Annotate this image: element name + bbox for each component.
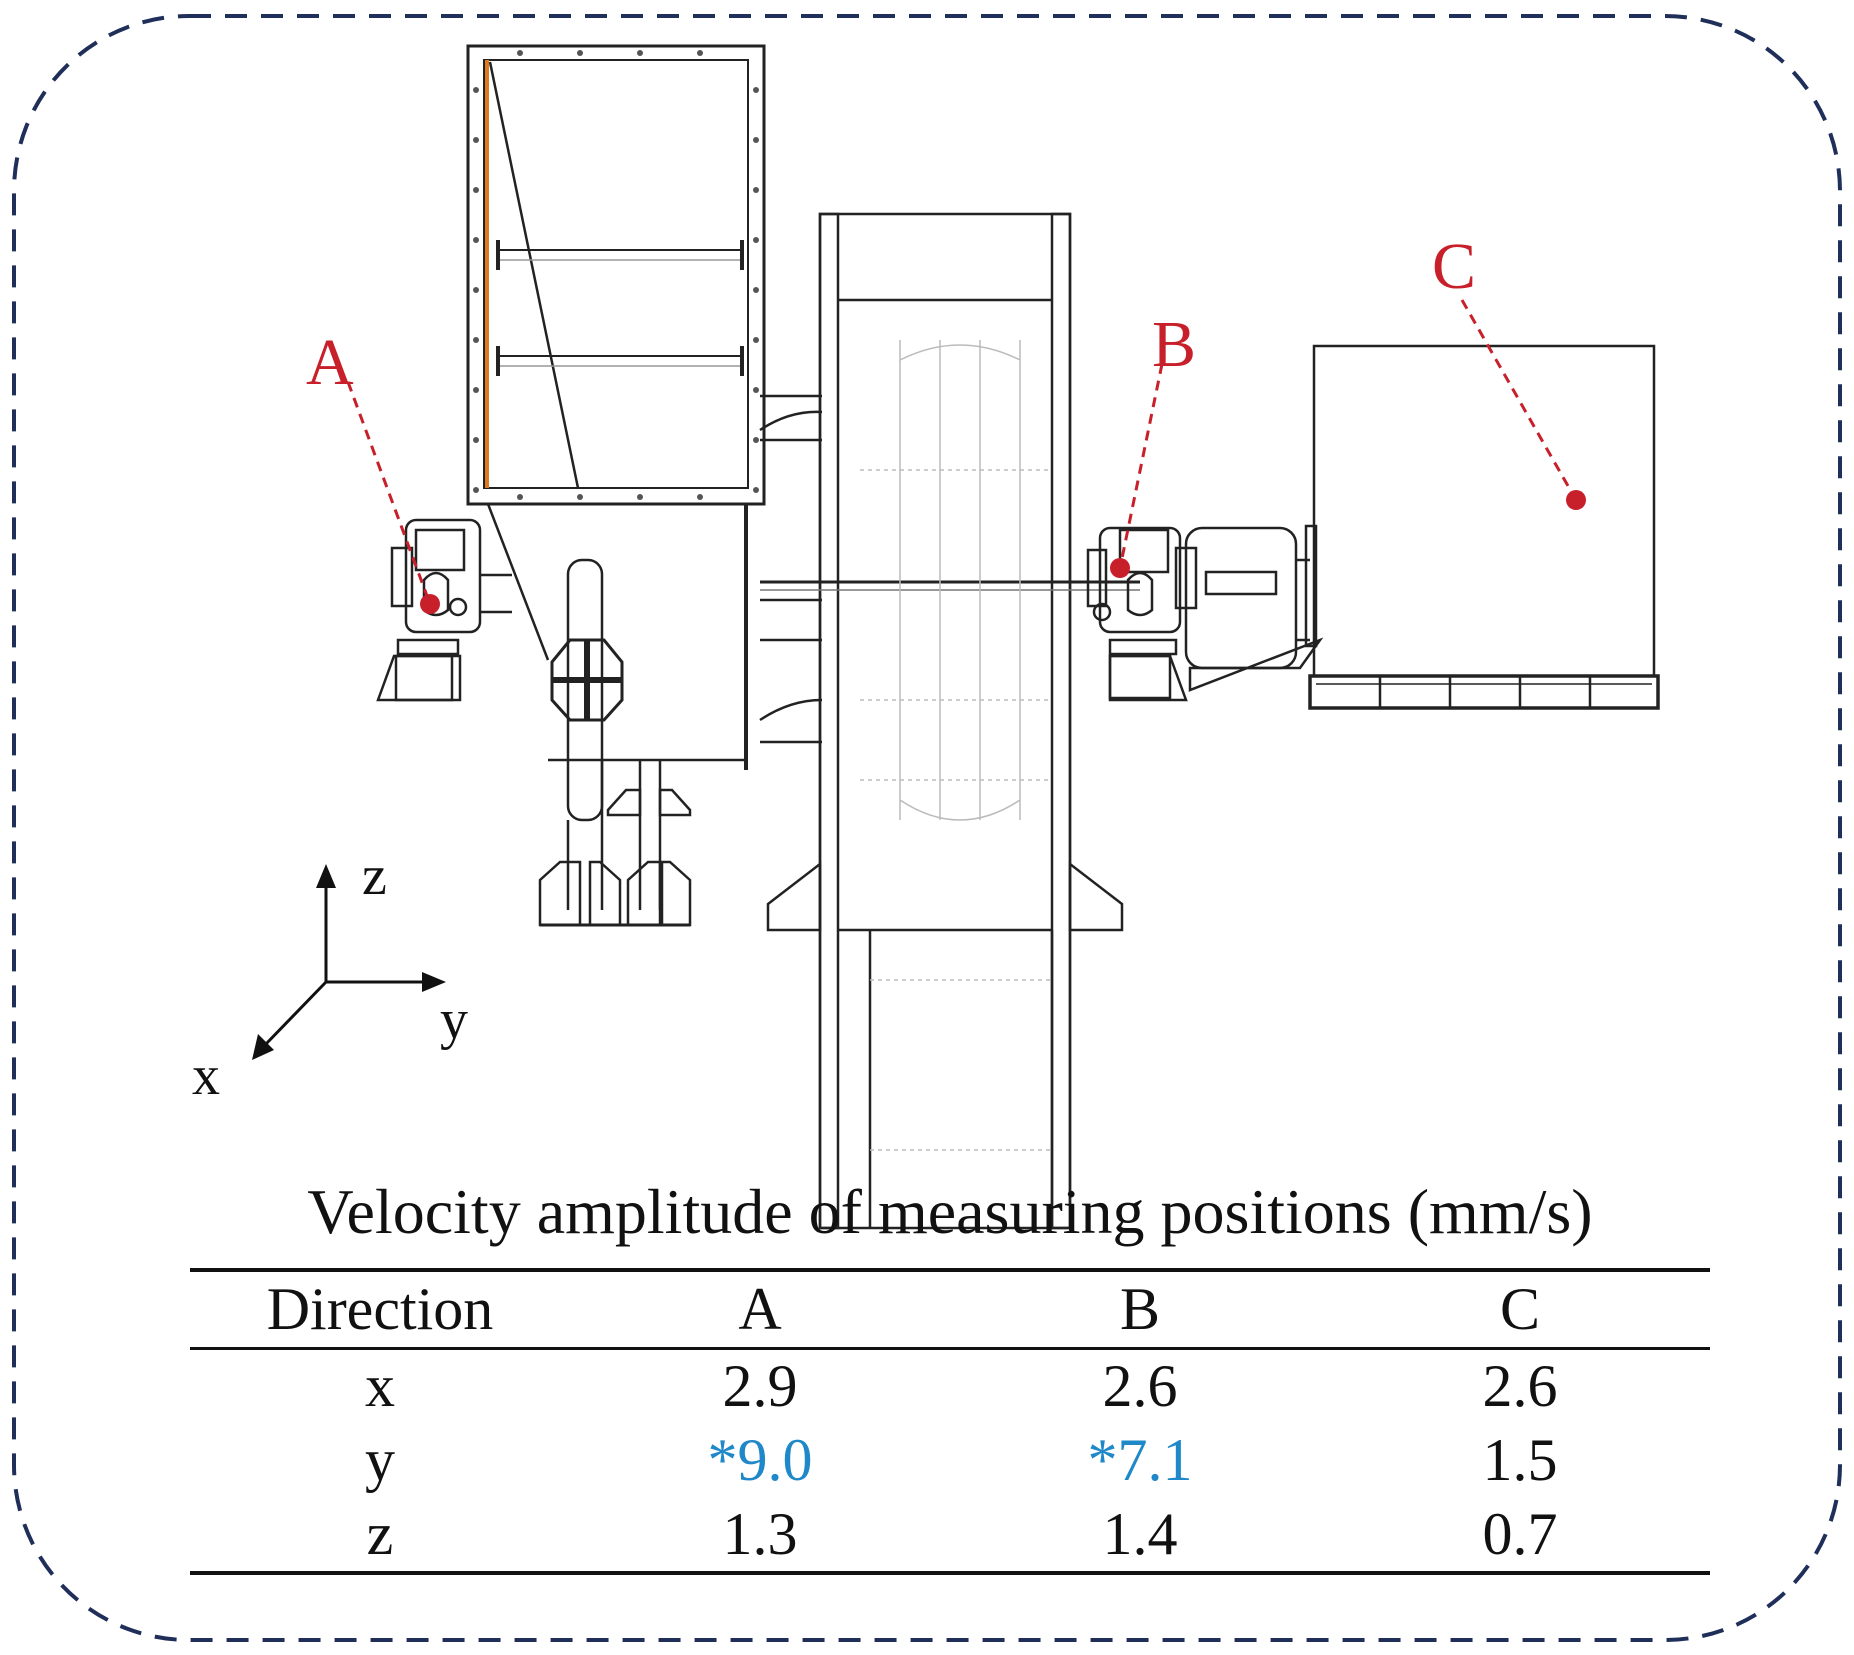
cell-b: 2.6	[1102, 1352, 1178, 1419]
leader-a	[346, 381, 432, 605]
header-c: C	[1330, 1268, 1710, 1350]
x-arrow-icon	[252, 1034, 274, 1060]
measuring-points	[346, 299, 1586, 614]
point-label-b: B	[1152, 308, 1197, 381]
axis-label-y: y	[440, 989, 468, 1051]
axis-label-x: x	[192, 1045, 220, 1107]
table-title: Velocity amplitude of measuring position…	[307, 1176, 1593, 1247]
dashed-frame	[12, 14, 1842, 1642]
cell-direction: z	[190, 1498, 570, 1575]
table-row: x 2.9 2.6 2.6	[190, 1348, 1710, 1423]
cell-c: 0.7	[1330, 1498, 1710, 1575]
motor	[1304, 344, 1660, 710]
table-header-row: Direction A B C	[190, 1268, 1710, 1350]
header-b: B	[950, 1268, 1330, 1350]
leader-c	[1460, 299, 1578, 501]
header-a: A	[570, 1268, 950, 1350]
leader-b	[1118, 363, 1164, 569]
cell-direction: y	[365, 1427, 395, 1493]
cell-a-highlighted: *9.0	[707, 1427, 813, 1493]
measure-point-b	[1110, 558, 1130, 578]
point-label-c: C	[1432, 230, 1477, 303]
cell-a: 2.9	[722, 1352, 798, 1419]
table-row: z 1.3 1.4 0.7	[190, 1498, 1710, 1575]
cell-c: 1.5	[1482, 1427, 1558, 1493]
cell-b: 1.4	[950, 1498, 1330, 1575]
point-label-a: A	[306, 326, 354, 399]
measure-point-c	[1566, 490, 1586, 510]
cell-a: 1.3	[570, 1498, 950, 1575]
header-direction: Direction	[190, 1268, 570, 1350]
coordinate-axes	[252, 864, 446, 1060]
cell-c: 2.6	[1482, 1352, 1558, 1419]
impeller-housing	[760, 212, 1140, 1230]
measure-point-a	[420, 594, 440, 614]
z-arrow-icon	[316, 864, 336, 888]
table-row: y *9.0 *7.1 1.5	[190, 1423, 1710, 1498]
cell-b-highlighted: *7.1	[1087, 1427, 1193, 1493]
axis-label-z: z	[362, 845, 387, 907]
velocity-table: Direction A B C x 2.9 2.6 2.6 y *9.0 *7.…	[190, 1268, 1710, 1575]
bearing-a	[376, 518, 512, 702]
y-arrow-icon	[422, 972, 446, 992]
inlet-box	[466, 44, 766, 506]
cell-direction: x	[365, 1352, 395, 1419]
bearing-b	[1086, 526, 1324, 702]
fan-housing-left	[486, 394, 823, 927]
